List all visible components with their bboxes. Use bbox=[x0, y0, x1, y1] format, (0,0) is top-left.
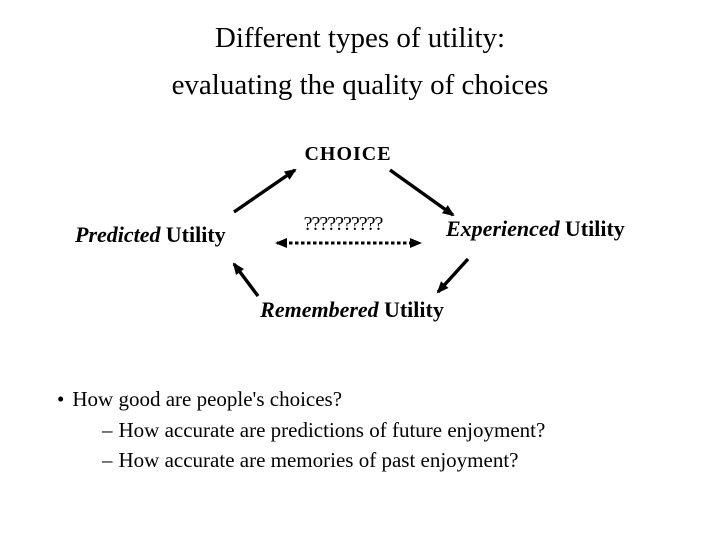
dash-icon: – bbox=[102, 417, 113, 442]
slide-title: Different types of utility: evaluating t… bbox=[0, 15, 720, 109]
predicted-utility-rest-text: Utility bbox=[165, 222, 226, 247]
remembered-utility-rest-text: Utility bbox=[383, 297, 444, 322]
remembered-to-predicted-arrow bbox=[232, 262, 260, 298]
bullet-list: • How good are people's choices? –How acc… bbox=[57, 384, 697, 476]
choice-to-experienced-arrow bbox=[389, 168, 455, 217]
bullet-item-sub-2: –How accurate are memories of past enjoy… bbox=[57, 445, 697, 476]
predicted-utility-italic-text: Predicted bbox=[75, 222, 161, 247]
experienced-utility-rest-text: Utility bbox=[564, 216, 625, 241]
sub-bullet-text-2: How accurate are memories of past enjoym… bbox=[118, 448, 519, 472]
slide-title-line-1: Different types of utility: bbox=[214, 22, 506, 54]
remembered-utility-italic-text: Remembered bbox=[260, 297, 379, 322]
dash-icon: – bbox=[102, 448, 113, 472]
experienced-utility-italic-text: Experienced bbox=[446, 216, 560, 241]
bullet-main-text: How good are people's choices? bbox=[72, 387, 343, 411]
choice-node: CHOICE bbox=[304, 143, 392, 165]
bullet-icon: • bbox=[57, 387, 65, 411]
sub-bullet-text-1: How accurate are predictions of future e… bbox=[118, 417, 546, 442]
bullet-item-sub-1: –How accurate are predictions of future … bbox=[57, 415, 697, 446]
experienced-to-remembered-arrow bbox=[436, 257, 470, 294]
bullet-item-main: • How good are people's choices? bbox=[57, 384, 697, 415]
predicted-to-choice-arrow bbox=[233, 168, 297, 214]
slide-title-line-2: evaluating the quality of choices bbox=[171, 69, 549, 101]
question-marks-label: ?????????? bbox=[303, 213, 384, 235]
